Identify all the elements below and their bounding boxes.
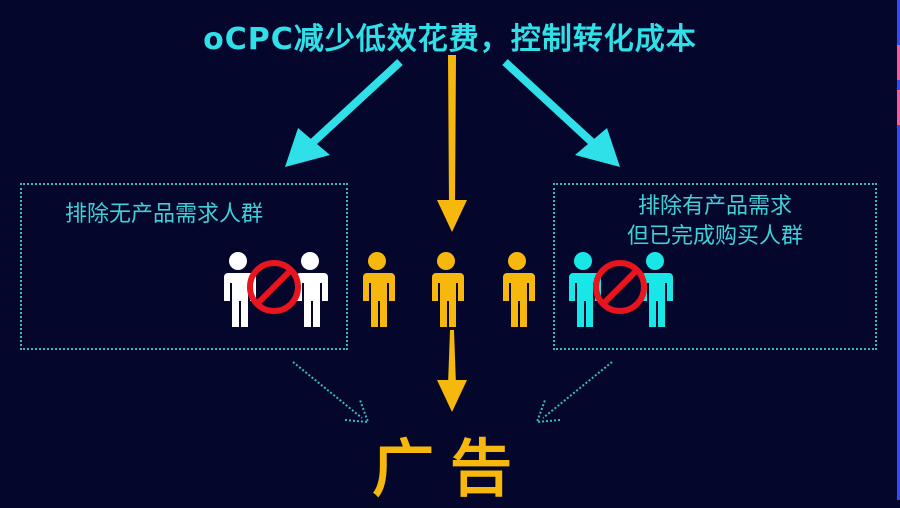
person-icon <box>503 252 535 327</box>
arrow-dotted-left <box>292 361 370 424</box>
label-line-2: 但已完成购买人群 <box>626 224 803 249</box>
arrow-down-gold-top <box>437 55 467 232</box>
label-line-1: 排除有产品需求 <box>637 194 792 219</box>
arrow-right-cyan <box>502 59 620 167</box>
edge-strip <box>897 0 900 500</box>
exclude-no-demand-box <box>20 183 348 350</box>
result-ad-label: 广告 <box>371 432 528 505</box>
exclude-purchased-box <box>553 183 877 350</box>
edge-accent <box>897 45 900 80</box>
arrow-dotted-right <box>535 361 613 424</box>
prohibited-icon <box>593 260 647 314</box>
person-icon <box>432 252 464 327</box>
exclude-no-demand-label: 排除无产品需求人群 <box>64 202 263 227</box>
exclude-purchased-label: 排除有产品需求 但已完成购买人群 <box>553 192 877 252</box>
edge-accent <box>897 90 900 125</box>
prohibited-icon <box>247 260 301 314</box>
arrow-down-gold-bottom <box>437 330 467 412</box>
diagram-title: oCPC减少低效花费，控制转化成本 <box>203 22 697 57</box>
person-icon <box>363 252 395 327</box>
arrow-left-cyan <box>285 59 403 167</box>
